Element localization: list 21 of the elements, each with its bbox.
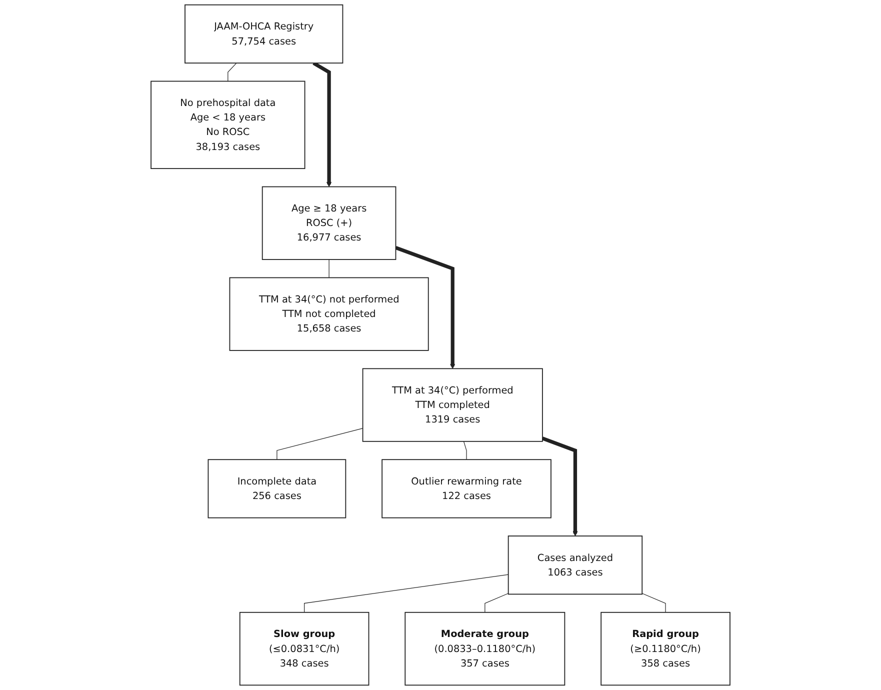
connector [276,428,364,460]
node-box: TTM at 34(°C) not performed TTM not completed 15,658 cases [229,277,429,351]
arrow [395,246,456,369]
node-box: JAAM-OHCA Registry 57,754 cases [184,4,344,64]
node-box: Cases analyzed 1063 cases [508,536,643,595]
node-box: Incomplete data 256 cases [208,459,346,518]
node-box: Outlier rewarming rate 122 cases [382,459,552,518]
arrow [312,61,332,187]
node-box: No prehospital data Age < 18 years No ROSC 38,193 cases [150,80,306,170]
node-box: Slow group (≤0.0831°C/h) 348 cases [239,612,370,686]
connector [304,574,509,613]
node-box: Rapid group (≥0.1180°C/h) 358 cases [600,612,730,686]
connector [228,62,237,82]
node-box: Age ≥ 18 years ROSC (+) 16,977 cases [262,186,396,260]
connector [328,259,330,278]
arrow [542,436,578,536]
connector [484,593,509,613]
node-box: TTM at 34(°C) performed TTM completed 1319 cases [362,368,543,442]
connector [463,441,467,460]
node-box: Moderate group (0.0833–0.1180°C/h) 357 cases [404,612,566,686]
connector [642,593,666,613]
